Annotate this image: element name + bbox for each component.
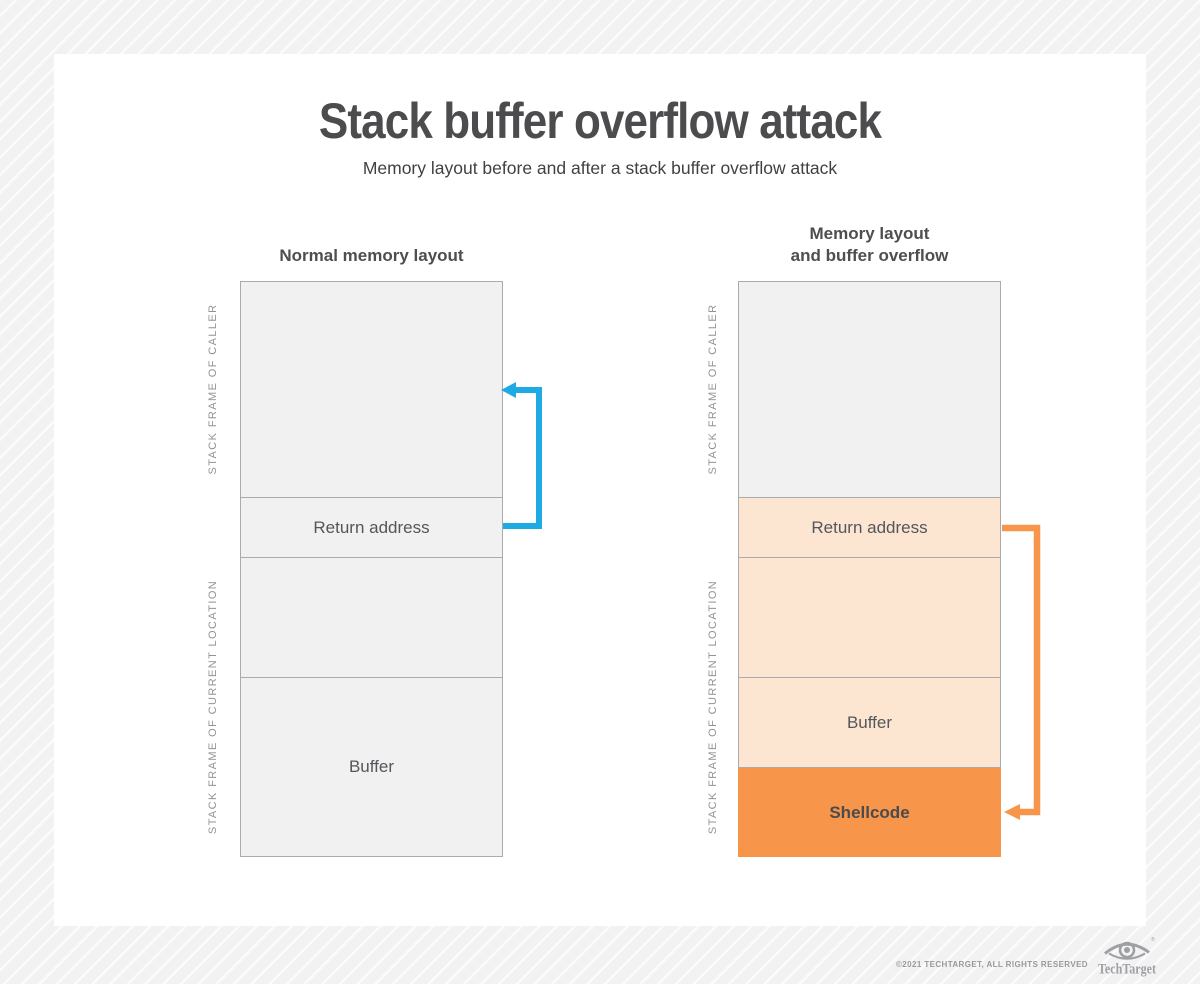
right-return-address-cell: Return address xyxy=(739,497,1000,557)
left-stack-diagram: Return address Buffer xyxy=(240,281,503,857)
right-stack-frame-of-current-location-label: STACK FRAME OF CURRENT LOCATION xyxy=(707,579,719,835)
page-subtitle: Memory layout before and after a stack b… xyxy=(362,158,838,178)
techtarget-logo: ® TechTarget xyxy=(1098,936,1156,978)
right-shellcode-cell: Shellcode xyxy=(738,767,1001,857)
techtarget-eye-icon: ® xyxy=(1104,936,1155,960)
right-stack-frame-of-caller-label: STACK FRAME OF CALLER xyxy=(707,303,719,475)
left-buffer-label: Buffer xyxy=(348,757,395,776)
left-buffer-cell: Buffer xyxy=(241,677,502,856)
techtarget-wordmark: TechTarget xyxy=(1098,962,1156,978)
left-caller-frame-cell xyxy=(241,282,502,497)
right-stack-diagram: Return address Buffer Shellcode xyxy=(738,281,1001,857)
right-buffer-label: Buffer xyxy=(846,712,893,732)
registered-mark: ® xyxy=(1151,936,1155,943)
left-stack-frame-of-caller-label: STACK FRAME OF CALLER xyxy=(207,303,219,475)
left-return-address-label: Return address xyxy=(313,517,430,537)
right-buffer-cell: Buffer xyxy=(739,677,1000,767)
right-diagram-heading-line1: Memory layout xyxy=(809,224,930,243)
copyright-text: ©2021 TECHTARGET, ALL RIGHTS RESERVED xyxy=(896,960,1088,969)
left-stack-frame-of-current-location-label: STACK FRAME OF CURRENT LOCATION xyxy=(207,579,219,835)
right-local-variables-cell xyxy=(739,557,1000,677)
page-title: Stack buffer overflow attack xyxy=(318,93,882,149)
right-diagram-heading-line2: and buffer overflow xyxy=(790,246,949,265)
left-return-address-cell: Return address xyxy=(241,497,502,557)
right-diagram-heading: Memory layout and buffer overflow xyxy=(738,223,1001,267)
left-local-variables-cell xyxy=(241,557,502,677)
right-caller-frame-cell xyxy=(739,282,1000,497)
right-return-address-label: Return address xyxy=(811,517,928,537)
right-shellcode-label: Shellcode xyxy=(829,802,910,822)
left-diagram-heading: Normal memory layout xyxy=(279,246,464,265)
